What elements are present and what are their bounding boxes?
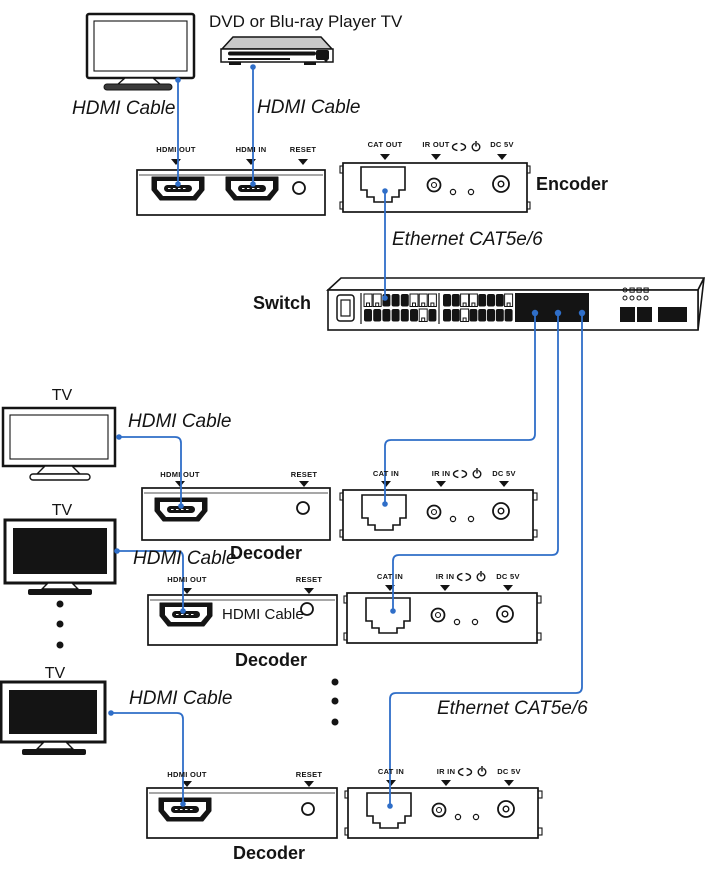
encoder-dc-5v-label: DC 5V xyxy=(490,140,514,149)
dvd-player xyxy=(220,36,334,65)
encoder-hdmi-in-label: HDMI IN xyxy=(235,145,267,154)
cat-in-port-icon xyxy=(365,597,411,634)
decoder1-hdmi-unit xyxy=(141,481,331,541)
cable-ethernet-switch-decoder2 xyxy=(392,314,559,611)
cat-in-port-icon xyxy=(366,792,412,829)
cable-hdmi-tv3-decoder3 xyxy=(111,712,184,804)
decoder1-hdmi-out-label: HDMI OUT xyxy=(160,470,200,479)
link-icon xyxy=(457,766,473,778)
decoder2-dc-5v-label: DC 5V xyxy=(496,572,520,581)
encoder-cat-out-label: CAT OUT xyxy=(367,140,403,149)
encoder-ir-out-label: IR OUT xyxy=(422,140,450,149)
decoder2-hdmi-unit xyxy=(147,588,338,646)
hdmi-cable-label-dvd: HDMI Cable xyxy=(257,97,361,118)
ellipsis-tvs xyxy=(56,600,64,649)
hdmi-cable-label-source-tv: HDMI Cable xyxy=(72,98,176,119)
reset-button-icon xyxy=(301,802,315,816)
ethernet-label-1: Ethernet CAT5e/6 xyxy=(392,229,543,250)
decoder2-hdmi-out-label: HDMI OUT xyxy=(167,575,207,584)
switch-uplink-panel xyxy=(515,293,589,322)
decoder3-hdmi-unit xyxy=(146,781,338,839)
hdmi-cable-label-inside-decoder2: HDMI Cable xyxy=(222,606,304,623)
cable-hdmi-tv2-decoder2 xyxy=(117,550,184,611)
hdmi-out-port-icon xyxy=(158,797,212,822)
encoder-hdmi-unit xyxy=(136,159,326,216)
tv-label-1: TV xyxy=(51,387,73,404)
cable-hdmi-tv1-decoder1 xyxy=(119,436,182,506)
cable-endpoints xyxy=(108,64,396,809)
switch-label: Switch xyxy=(253,293,312,313)
tv-display-2 xyxy=(3,518,117,595)
link-icon xyxy=(452,468,468,480)
decoder-label-3: Decoder xyxy=(233,843,306,863)
hdmi-cable-label-tv3: HDMI Cable xyxy=(129,688,233,709)
hdmi-in-port-icon xyxy=(225,176,279,201)
tv-label-3: TV xyxy=(44,665,66,682)
hdmi-cable-label-tv2: HDMI Cable xyxy=(133,548,237,569)
dc-jack-icon xyxy=(496,605,514,623)
power-icon xyxy=(471,139,481,152)
decoder3-cat-in-label: CAT IN xyxy=(377,767,405,776)
cat-out-port-icon xyxy=(360,166,406,203)
reset-button-icon xyxy=(300,602,314,616)
cables xyxy=(111,66,583,806)
encoder-label: Encoder xyxy=(536,174,609,194)
link-icon xyxy=(451,141,467,153)
hdmi-out-port-icon xyxy=(159,602,213,627)
decoder1-dc-5v-label: DC 5V xyxy=(492,469,516,478)
switch-indicator-leds xyxy=(622,287,649,301)
decoder2-cat-in-label: CAT IN xyxy=(376,572,404,581)
decoder3-ir-in-label: IR IN xyxy=(436,767,456,776)
decoder2-cat-unit xyxy=(343,569,542,644)
dc-jack-icon xyxy=(497,800,515,818)
reset-button-icon xyxy=(292,181,306,195)
tv-display-1 xyxy=(1,406,117,481)
network-switch xyxy=(325,277,705,331)
decoder2-ir-in-label: IR IN xyxy=(435,572,455,581)
ellipsis-decoders xyxy=(331,678,339,726)
decoder1-ir-in-label: IR IN xyxy=(431,469,451,478)
ir-in-jack-icon xyxy=(431,802,447,818)
decoder1-cat-unit xyxy=(339,466,538,541)
ir-out-jack-icon xyxy=(426,177,442,193)
decoder1-cat-in-label: CAT IN xyxy=(372,469,400,478)
decoder2-reset-label: RESET xyxy=(295,575,323,584)
decoder-label-1: Decoder xyxy=(230,543,303,563)
hdmi-cable-label-tv1: HDMI Cable xyxy=(128,411,232,432)
dc-jack-icon xyxy=(492,175,510,193)
ir-in-jack-icon xyxy=(430,607,446,623)
dc-jack-icon xyxy=(492,502,510,520)
link-icon xyxy=(456,571,472,583)
power-icon xyxy=(477,764,487,777)
decoder-label-2: Decoder xyxy=(235,650,308,670)
encoder-hdmi-out-label: HDMI OUT xyxy=(156,145,196,154)
cat-in-port-icon xyxy=(361,494,407,531)
encoder-reset-label: RESET xyxy=(289,145,317,154)
decoder3-hdmi-out-label: HDMI OUT xyxy=(167,770,207,779)
power-icon xyxy=(472,466,482,479)
ir-in-jack-icon xyxy=(426,504,442,520)
power-icon xyxy=(476,569,486,582)
source-device-title: DVD or Blu-ray Player TV xyxy=(209,12,403,31)
reset-button-icon xyxy=(296,501,310,515)
tv-display-source xyxy=(85,12,196,91)
tv-label-2: TV xyxy=(51,502,73,519)
decoder3-cat-unit xyxy=(344,764,543,839)
encoder-cat-unit xyxy=(339,139,531,213)
cable-ethernet-switch-decoder3 xyxy=(389,314,583,806)
tv-display-3 xyxy=(0,680,107,755)
cable-ethernet-switch-decoder1 xyxy=(384,314,536,504)
decoder1-reset-label: RESET xyxy=(290,470,318,479)
ethernet-label-2: Ethernet CAT5e/6 xyxy=(437,698,588,719)
decoder3-reset-label: RESET xyxy=(295,770,323,779)
decoder3-dc-5v-label: DC 5V xyxy=(497,767,521,776)
